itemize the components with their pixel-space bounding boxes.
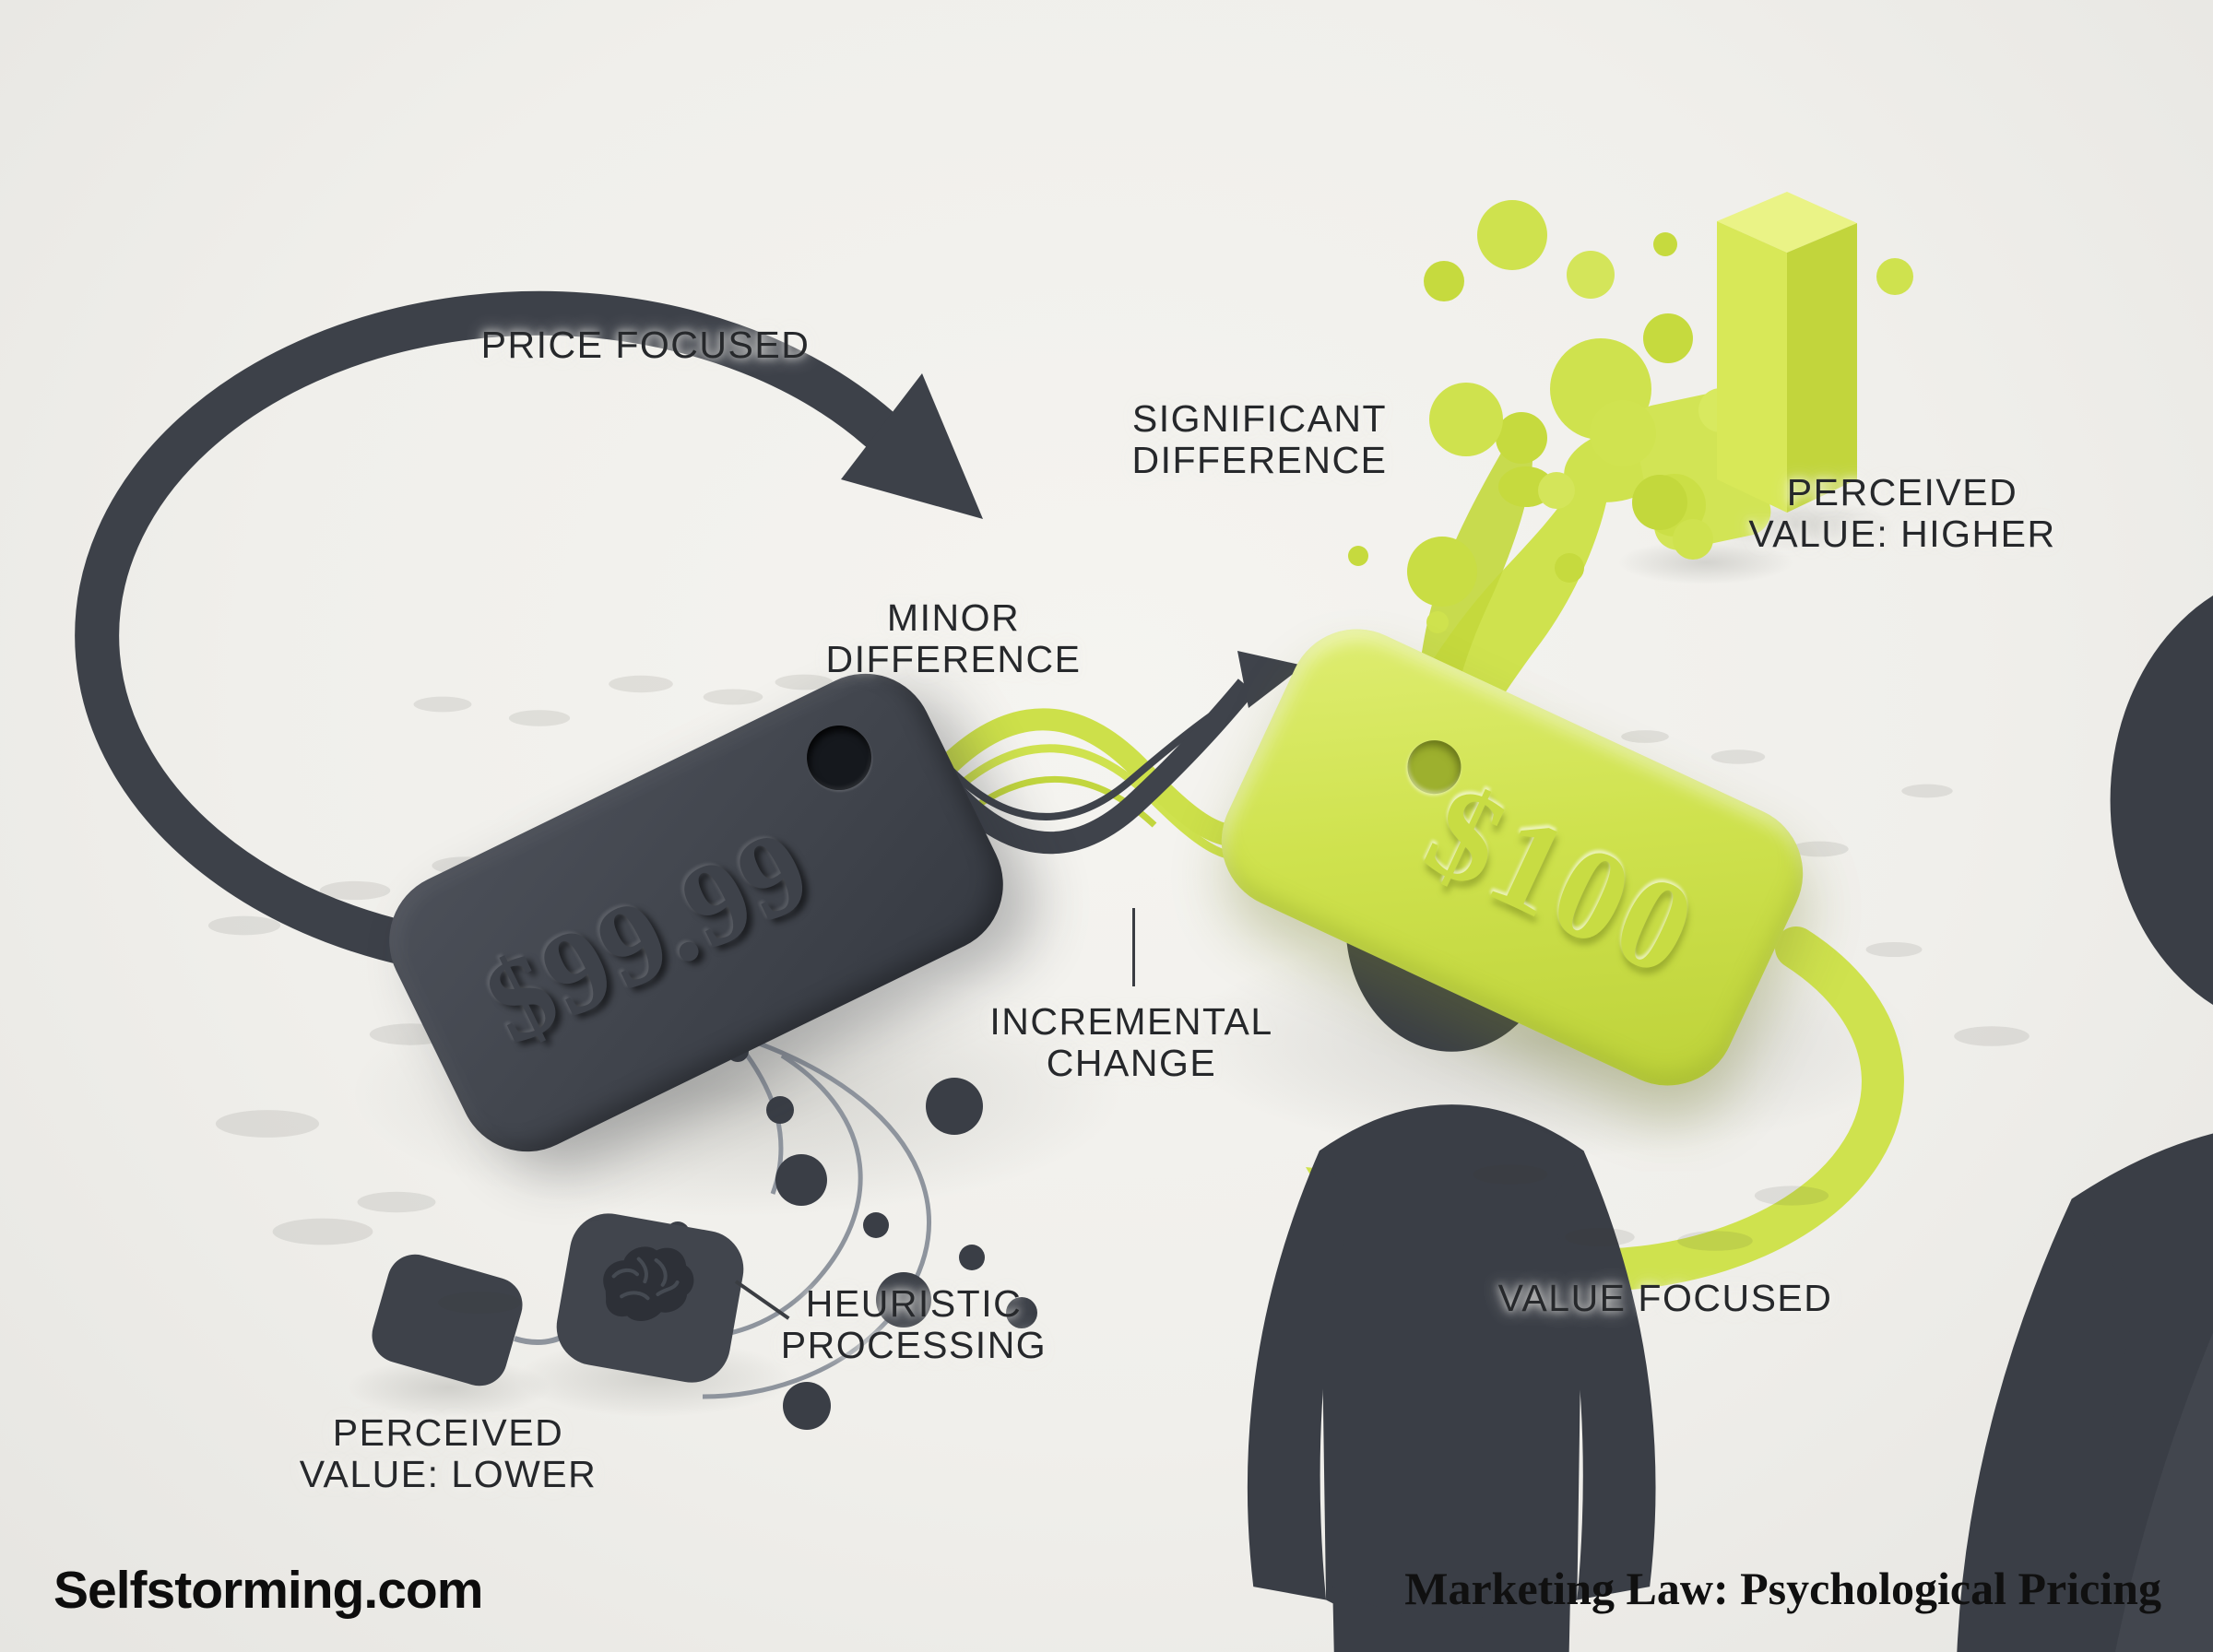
figure-dark <box>357 1191 436 1213</box>
label-heuristic-processing: HEURISTIC PROCESSING <box>780 1282 1047 1366</box>
crowd-figures-background <box>207 534 2213 1652</box>
figure-dark <box>437 1292 522 1314</box>
figure-green <box>1473 1164 1548 1185</box>
figure-dark <box>319 726 2213 1652</box>
splash-figure-small <box>1496 412 1547 464</box>
perceived-lower-cube <box>372 1254 523 1386</box>
incremental-arrow-head-icon <box>1237 651 1304 708</box>
figure-dark <box>413 569 2213 1652</box>
figure-green <box>1790 841 1849 857</box>
figure-dark <box>775 674 834 690</box>
figure-green <box>1865 941 1923 958</box>
figure-dark <box>207 758 2213 1652</box>
figure-green <box>1621 730 1669 743</box>
footer-title: Marketing Law: Psychological Pricing <box>1404 1563 2161 1614</box>
label-perceived-value-lower: PERCEIVED VALUE: LOWER <box>299 1411 598 1495</box>
figure-green <box>1710 749 1766 764</box>
label-significant-difference: SIGNIFICANT DIFFERENCE <box>1131 397 1388 481</box>
label-incremental-change: INCREMENTAL CHANGE <box>989 1000 1273 1084</box>
heuristic-processing-unit <box>372 1213 744 1386</box>
figure-green <box>1954 1026 2030 1046</box>
label-minor-difference: MINOR DIFFERENCE <box>825 596 1082 680</box>
label-value-focused: VALUE FOCUSED <box>1497 1277 1833 1319</box>
figure-green <box>1677 1231 1753 1251</box>
splash-spheres <box>1348 200 1913 685</box>
figure-green <box>1565 1228 1635 1246</box>
label-price-focused: PRICE FOCUSED <box>480 324 811 366</box>
label-perceived-value-higher: PERCEIVED VALUE: HIGHER <box>1748 471 2056 555</box>
figure-dark <box>508 575 2213 1652</box>
crowd-figures-foreground <box>357 1164 1829 1314</box>
perceived-value-bar <box>1717 192 1857 513</box>
figure-green <box>1901 784 1953 798</box>
figure-dark <box>272 1218 373 1245</box>
price-focused-arrow <box>75 290 983 981</box>
figure-dark <box>215 1110 320 1138</box>
figure-dark <box>703 689 763 705</box>
incremental-pointer-line <box>1132 908 1135 986</box>
footer-brand: Selfstorming.com <box>53 1561 483 1620</box>
figure-dark <box>609 675 673 693</box>
price-arrow-head-icon <box>841 373 983 519</box>
brain-icon <box>603 1246 694 1321</box>
figure-green <box>1754 1186 1829 1206</box>
